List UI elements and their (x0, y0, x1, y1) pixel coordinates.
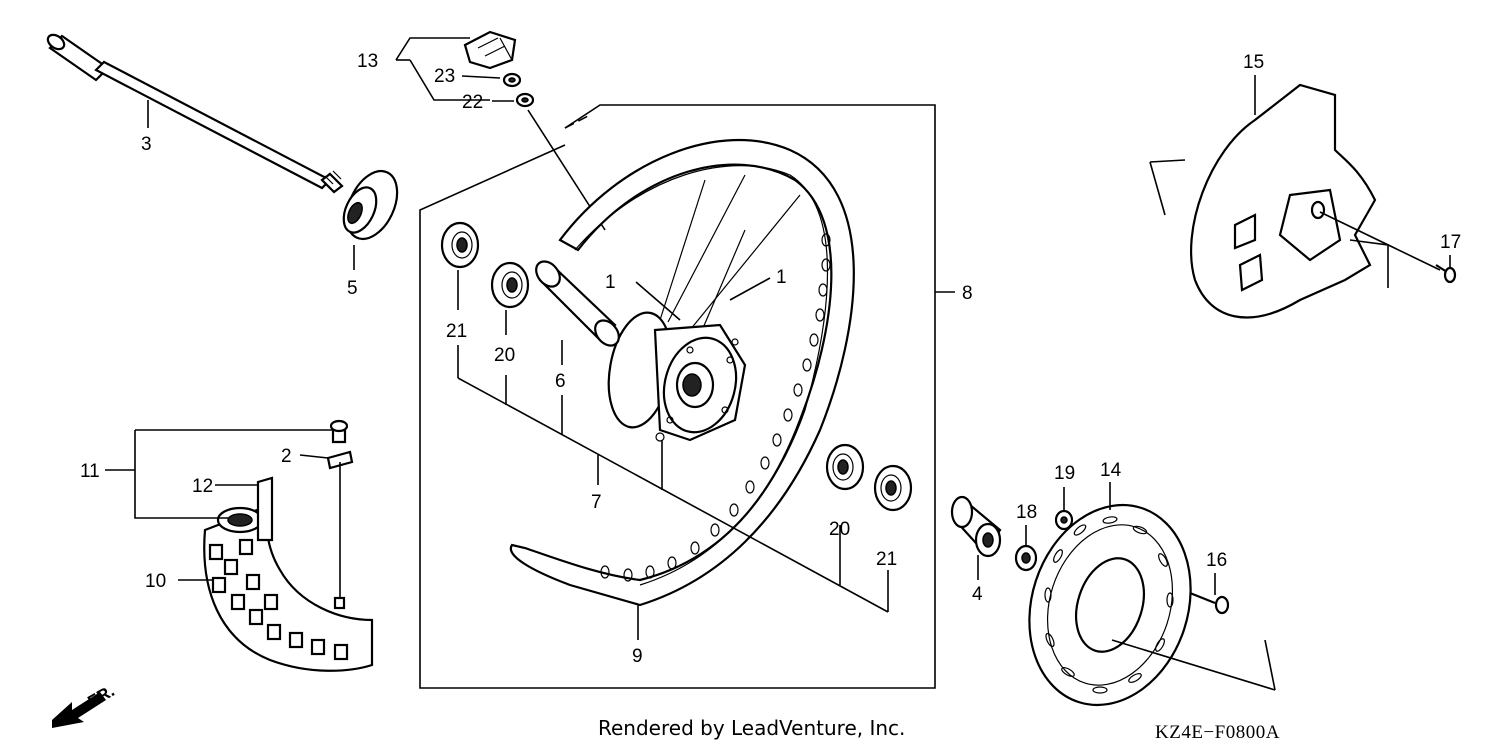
callout-13[interactable]: 13 (357, 51, 378, 72)
callout-2[interactable]: 2 (281, 446, 292, 467)
callout-23[interactable]: 23 (434, 66, 455, 87)
front-direction-arrow-icon: FR. (52, 681, 118, 728)
callout-21a[interactable]: 21 (446, 321, 467, 342)
callout-11[interactable]: 11 (80, 461, 100, 482)
callout-19[interactable]: 19 (1054, 463, 1075, 484)
callout-21b[interactable]: 21 (876, 549, 897, 570)
cover-screw[interactable] (1435, 264, 1457, 284)
bearing-left-outer[interactable] (440, 221, 480, 269)
callout-1a[interactable]: 1 (605, 272, 616, 293)
leader-lines-7 (457, 345, 889, 613)
tire-valve[interactable] (326, 419, 354, 610)
bearing-right-outer[interactable] (873, 464, 913, 512)
disc-nut[interactable] (1014, 544, 1038, 572)
leader-lines-tire (105, 429, 335, 581)
rim-band[interactable] (256, 476, 274, 542)
callouts: 1 1 2 3 4 5 6 7 8 9 10 11 12 13 14 15 16… (80, 51, 1461, 667)
rim-lock-assembly[interactable] (463, 30, 535, 108)
callout-7[interactable]: 7 (591, 492, 602, 513)
disc-cover[interactable] (1190, 83, 1377, 319)
callout-15[interactable]: 15 (1243, 52, 1264, 73)
callout-1b[interactable]: 1 (776, 267, 787, 288)
brake-disc[interactable] (1004, 484, 1215, 726)
disc-bolt[interactable] (1189, 591, 1230, 615)
callout-6[interactable]: 6 (555, 371, 566, 392)
callout-14[interactable]: 14 (1100, 460, 1122, 481)
callout-20b[interactable]: 20 (829, 519, 850, 540)
wheel-assembly-outline (419, 104, 955, 689)
callout-4[interactable]: 4 (972, 584, 983, 605)
distance-collar[interactable] (531, 257, 623, 350)
bearing-left-inner[interactable] (490, 261, 530, 309)
callout-3[interactable]: 3 (141, 134, 152, 155)
axle[interactable] (45, 32, 344, 194)
callout-18[interactable]: 18 (1016, 502, 1037, 523)
hub[interactable] (600, 308, 747, 442)
rim[interactable] (509, 138, 855, 607)
diagram-code: KZ4E−F0800A (1155, 722, 1280, 743)
spokes[interactable] (659, 174, 801, 336)
callout-22[interactable]: 22 (462, 92, 483, 113)
callout-16[interactable]: 16 (1206, 550, 1227, 571)
bearing-right-inner[interactable] (825, 443, 865, 491)
tire[interactable] (203, 503, 374, 672)
side-collar[interactable] (950, 495, 1002, 558)
callout-10[interactable]: 10 (145, 571, 166, 592)
callout-5[interactable]: 5 (347, 278, 358, 299)
callout-17[interactable]: 17 (1440, 232, 1461, 253)
callout-9[interactable]: 9 (632, 646, 643, 667)
callout-12[interactable]: 12 (192, 476, 213, 497)
axle-collar[interactable] (337, 163, 407, 247)
callout-20a[interactable]: 20 (494, 345, 515, 366)
rendered-by-credit: Rendered by LeadVenture, Inc. (598, 716, 906, 740)
callout-8[interactable]: 8 (962, 283, 973, 304)
disc-washer[interactable] (1054, 509, 1074, 531)
